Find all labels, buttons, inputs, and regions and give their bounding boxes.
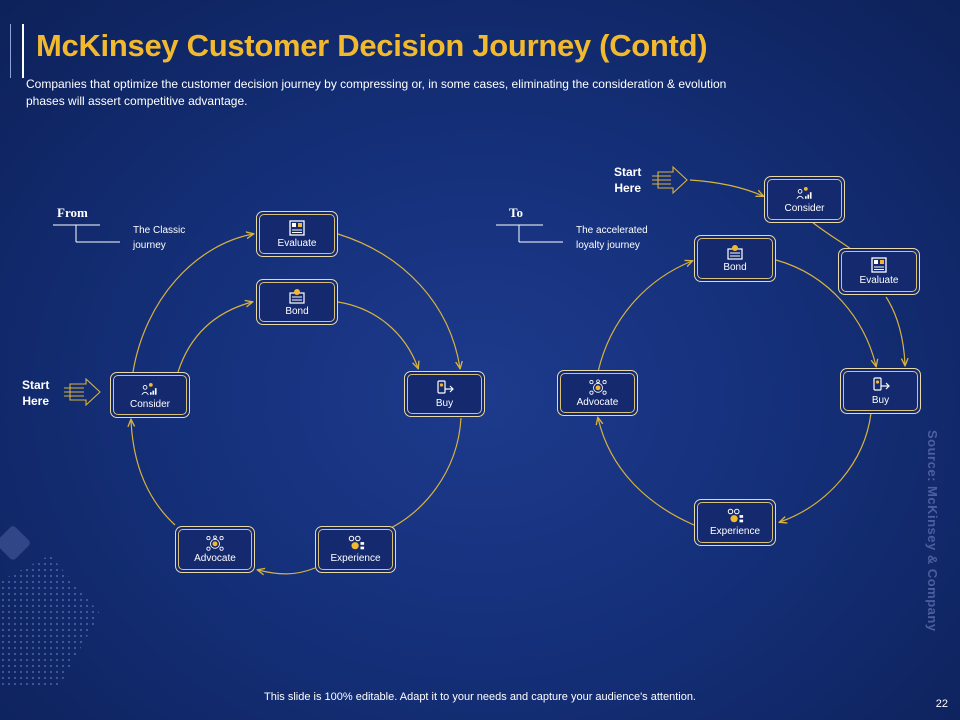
- start-label-line: Start: [22, 378, 50, 392]
- connector-buy-to-experience-right: [780, 412, 872, 522]
- connector-advocate-to-consider: [131, 420, 176, 526]
- node-label: Advocate: [576, 396, 619, 408]
- advocate-icon: [206, 534, 224, 552]
- experience-icon: [726, 507, 744, 525]
- node-label: Advocate: [194, 553, 236, 564]
- footer-note: This slide is 100% editable. Adapt it to…: [264, 691, 696, 703]
- connector-bond-to-buy: [337, 301, 418, 368]
- connector-experience-to-advocate: [258, 567, 316, 574]
- title-accent-line-thin: [10, 24, 11, 78]
- bond-icon: [288, 287, 306, 305]
- node-consider-right[interactable]: Consider: [764, 176, 845, 223]
- node-evaluate[interactable]: Evaluate: [256, 211, 338, 257]
- node-evaluate-right[interactable]: Evaluate: [838, 248, 920, 295]
- slide-subtitle: Companies that optimize the customer dec…: [26, 77, 727, 108]
- connector-experience-to-advocate-right: [598, 418, 695, 526]
- start-here-label-left: Start Here: [22, 377, 49, 409]
- start-label-line: Start: [614, 165, 642, 179]
- legend-bracket-right: [496, 224, 563, 243]
- node-label: Evaluate: [277, 237, 317, 249]
- connector-consider-to-bond: [177, 302, 252, 373]
- node-label: Consider: [784, 203, 825, 214]
- node-label: Bond: [285, 305, 309, 317]
- start-arrow-left: [64, 377, 101, 407]
- legend-bracket-left: [53, 224, 120, 243]
- advocate-icon: [588, 378, 607, 396]
- legend-desc-line: The accelerated: [576, 225, 648, 236]
- start-here-label-right: Start Here: [614, 164, 641, 196]
- evaluate-icon: [288, 219, 306, 237]
- node-label: Buy: [435, 397, 454, 409]
- node-label: Evaluate: [859, 275, 899, 286]
- connector-evaluate-to-buy: [337, 233, 460, 368]
- connector-buy-to-experience: [378, 417, 462, 534]
- legend-desc-classic: The Classic journey: [133, 223, 185, 253]
- consider-icon: [795, 184, 814, 202]
- node-experience-right[interactable]: Experience: [694, 499, 776, 546]
- connector-consider-to-evaluate: [132, 234, 253, 373]
- legend-desc-accelerated: The accelerated loyalty journey: [576, 223, 648, 253]
- bond-icon: [726, 243, 744, 261]
- connector-consider-to-evaluate-right: [811, 221, 853, 251]
- node-label: Experience: [709, 526, 761, 537]
- node-bond[interactable]: Bond: [256, 279, 338, 325]
- experience-icon: [347, 534, 365, 552]
- node-bond-right[interactable]: Bond: [694, 235, 776, 282]
- node-consider[interactable]: Consider: [110, 372, 190, 418]
- node-label: Consider: [129, 398, 171, 410]
- start-label-line: Here: [22, 394, 50, 408]
- title-accent-line: [22, 24, 24, 78]
- connector-start-to-consider: [689, 179, 763, 196]
- node-label: Buy: [871, 394, 890, 406]
- consider-icon: [141, 380, 159, 398]
- legend-desc-line: loyalty journey: [576, 240, 640, 251]
- buy-icon: [872, 376, 890, 394]
- slide-title: McKinsey Customer Decision Journey (Cont…: [36, 28, 708, 63]
- start-label-line: Here: [614, 181, 642, 195]
- legend-desc-line: journey: [133, 240, 166, 251]
- buy-icon: [436, 379, 454, 397]
- start-arrow-right: [652, 165, 688, 195]
- node-experience[interactable]: Experience: [315, 526, 396, 573]
- node-advocate[interactable]: Advocate: [175, 526, 255, 573]
- node-label: Experience: [330, 553, 381, 564]
- node-buy[interactable]: Buy: [404, 371, 485, 417]
- connector-evaluate-to-buy-right: [885, 296, 905, 365]
- connector-advocate-to-bond-right: [597, 261, 692, 373]
- node-buy-right[interactable]: Buy: [840, 368, 921, 414]
- node-advocate-right[interactable]: Advocate: [557, 370, 638, 416]
- connector-bond-to-buy-right: [775, 259, 876, 366]
- evaluate-icon: [870, 256, 888, 274]
- node-label: Bond: [723, 262, 747, 273]
- source-note: Source: McKinsey & Company: [925, 430, 940, 632]
- legend-desc-line: The Classic: [133, 225, 186, 236]
- page-number: 22: [935, 698, 948, 710]
- legend-title-from: From: [57, 205, 88, 220]
- legend-title-to: To: [509, 205, 523, 220]
